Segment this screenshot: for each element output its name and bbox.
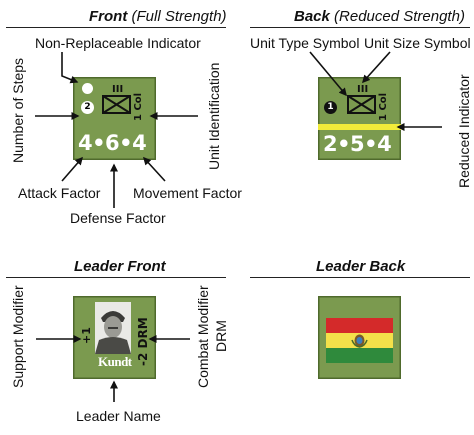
leader-name: Kundt [98,354,132,369]
front-title-bold: Front [89,8,128,25]
infantry-symbol-icon [347,95,376,114]
back-title-rule [250,27,470,28]
back-unit-counter: 1 III 1 Col 2•5•4 [318,77,401,160]
non-replaceable-arrow [61,52,79,84]
infantry-symbol-icon [102,95,131,114]
back-title-bold: Back [294,8,330,25]
back-steps-badge: 1 [324,101,337,114]
leader-back-title-bold: Leader Back [316,258,406,275]
attack-factor-arrow [61,156,83,182]
front-section-title: Front (Full Strength) [89,8,227,25]
unit-size-symbol-arrow [361,51,391,84]
leader-back-title-rule [250,277,470,278]
back-unit-size: III [357,84,369,95]
movement-factor-label: Movement Factor [133,185,242,201]
bolivia-flag-image [326,318,393,363]
front-title-rule [6,27,226,28]
reduced-stripe [318,124,401,130]
back-combat-factors: 2•5•4 [323,132,392,156]
leader-front-title-rule [6,277,226,278]
non-replaceable-dot-icon [82,83,93,94]
unit-type-symbol-label: Unit Type Symbol [250,35,360,51]
back-title-rest: (Reduced Strength) [329,8,465,25]
front-unit-counter: 2 III 1 Col 4•6•4 [73,77,156,160]
leader-front-counter: Kundt +1 -2 DRM [73,296,156,379]
defense-factor-label: Defense Factor [70,210,166,226]
unit-type-symbol-arrow [309,51,347,97]
unit-size-symbol-label: Unit Size Symbol [364,35,471,51]
movement-factor-arrow [142,156,166,182]
leader-back-counter [318,296,401,379]
non-replaceable-indicator-label: Non-Replaceable Indicator [35,35,201,51]
front-combat-factors: 4•6•4 [78,131,147,155]
leader-name-label: Leader Name [76,408,161,424]
front-steps-badge: 2 [81,101,94,114]
front-title-rest: (Full Strength) [127,8,227,25]
leader-front-section-title: Leader Front [74,258,166,275]
attack-factor-label: Attack Factor [18,185,101,201]
back-section-title: Back (Reduced Strength) [294,8,465,25]
leader-front-title-bold: Leader Front [74,258,166,275]
front-unit-size: III [112,84,124,95]
leader-back-section-title: Leader Back [316,258,405,275]
leader-portrait-image [95,302,131,354]
